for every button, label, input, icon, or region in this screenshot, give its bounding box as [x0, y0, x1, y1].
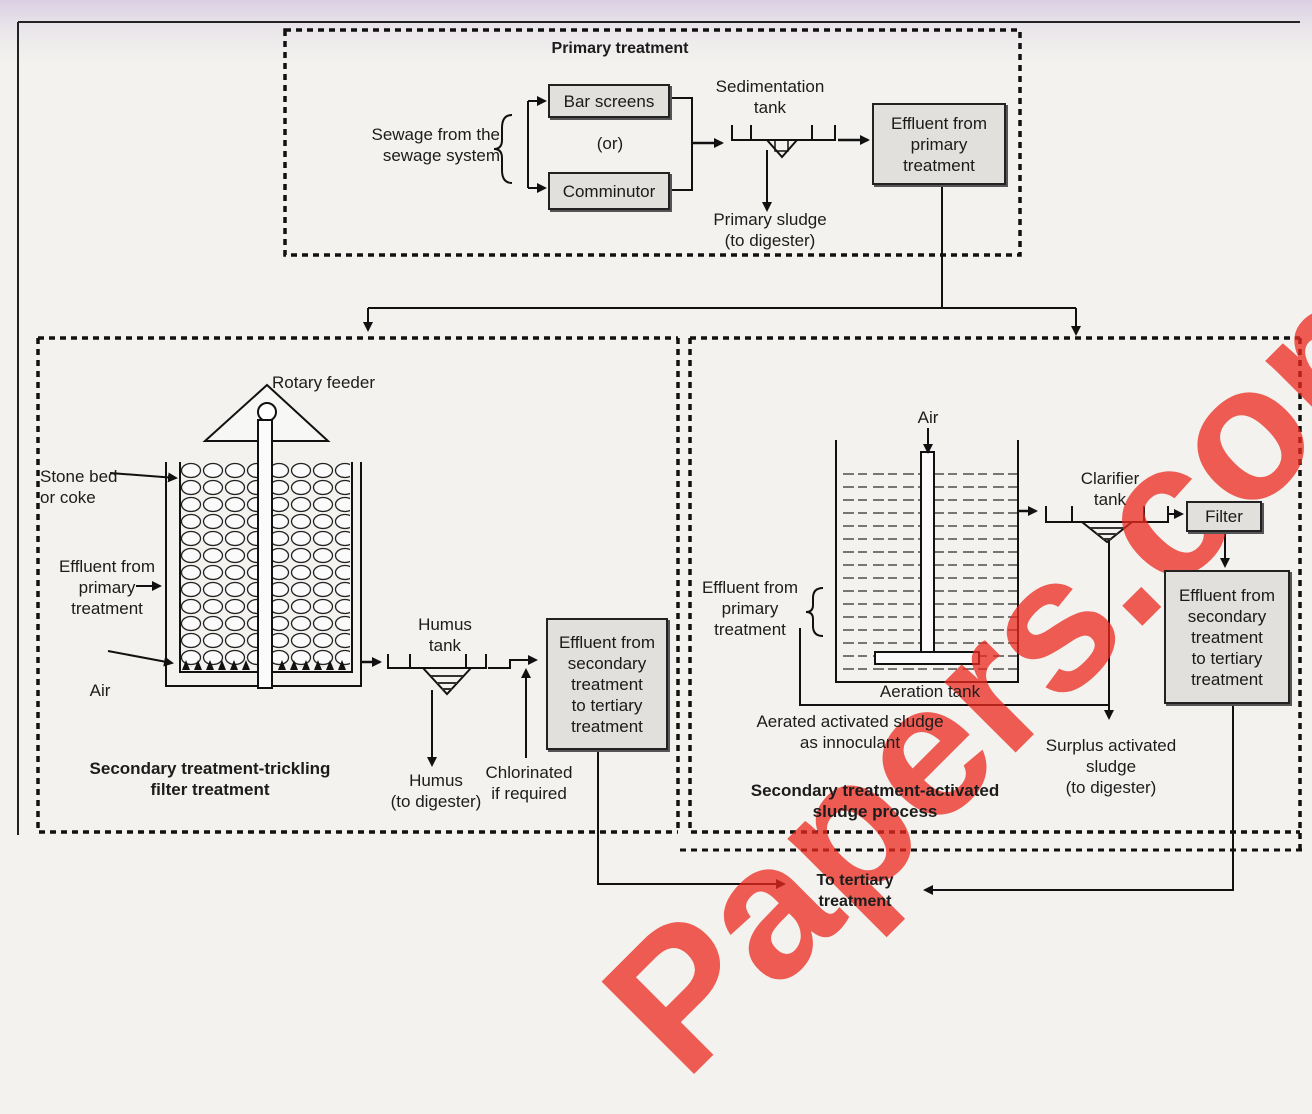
filter-box: Filter — [1186, 501, 1262, 532]
aeration-tank-label: Aeration tank — [879, 682, 981, 701]
effluent-in-brace — [805, 587, 824, 637]
trickling-filter-region — [36, 336, 680, 834]
trickling-effluent-in-label: Effluent from primary treatment — [58, 557, 156, 618]
activated-caption: Secondary treatment-activated sludge pro… — [750, 781, 1000, 821]
trickling-effluent-box: Effluent from secondary treatment to ter… — [546, 618, 668, 750]
activated-sludge-region — [688, 336, 1302, 850]
primary-effluent-box: Effluent from primary treatment — [872, 103, 1006, 185]
sewage-source-label: Sewage from the sewage system — [371, 125, 500, 165]
primary-treatment-title: Primary treatment — [551, 40, 689, 57]
surplus-sludge-label: Surplus activated sludge (to digester) — [1045, 736, 1177, 797]
aerated-sludge-label: Aerated activated sludge as innoculant — [756, 712, 944, 752]
process-flow-diagram — [0, 0, 1312, 895]
paper-tint-band — [0, 0, 1312, 75]
trickling-filter-bed — [165, 419, 362, 689]
comminutor-box: Comminutor — [548, 172, 670, 210]
primary-treatment-region — [283, 28, 1022, 257]
sedimentation-tank-icon — [731, 125, 836, 159]
primary-sludge-label: Primary sludge (to digester) — [713, 210, 827, 250]
sedimentation-tank-label: Sedimentation tank — [715, 77, 825, 117]
activated-effluent-in-label: Effluent from primary treatment — [701, 578, 799, 639]
sewage-brace — [493, 114, 513, 184]
trickling-caption: Secondary treatment-trickling filter tre… — [89, 759, 331, 799]
outer-frame — [17, 21, 1300, 835]
stone-bed-label: Stone bed or coke — [40, 467, 118, 507]
tertiary-treatment-label: To tertiary treatment — [816, 872, 894, 910]
humus-tank-label: Humus tank — [418, 615, 472, 655]
or-label: (or) — [596, 134, 624, 153]
chlorinated-label: Chlorinated if required — [485, 763, 573, 803]
clarifier-tank-label: Clarifier tank — [1080, 469, 1140, 509]
activated-effluent-box: Effluent from secondary treatment to ter… — [1164, 570, 1290, 704]
activated-air-label: Air — [917, 408, 939, 427]
humus-tank-icon — [387, 654, 487, 696]
aeration-tank-icon — [835, 440, 1019, 683]
trickling-air-label: Air — [89, 681, 111, 700]
bar-screens-box: Bar screens — [548, 84, 670, 118]
humus-out-label: Humus (to digester) — [390, 771, 482, 811]
rotary-feeder-label: Rotary feeder — [272, 373, 375, 392]
air-nozzles — [182, 660, 346, 670]
